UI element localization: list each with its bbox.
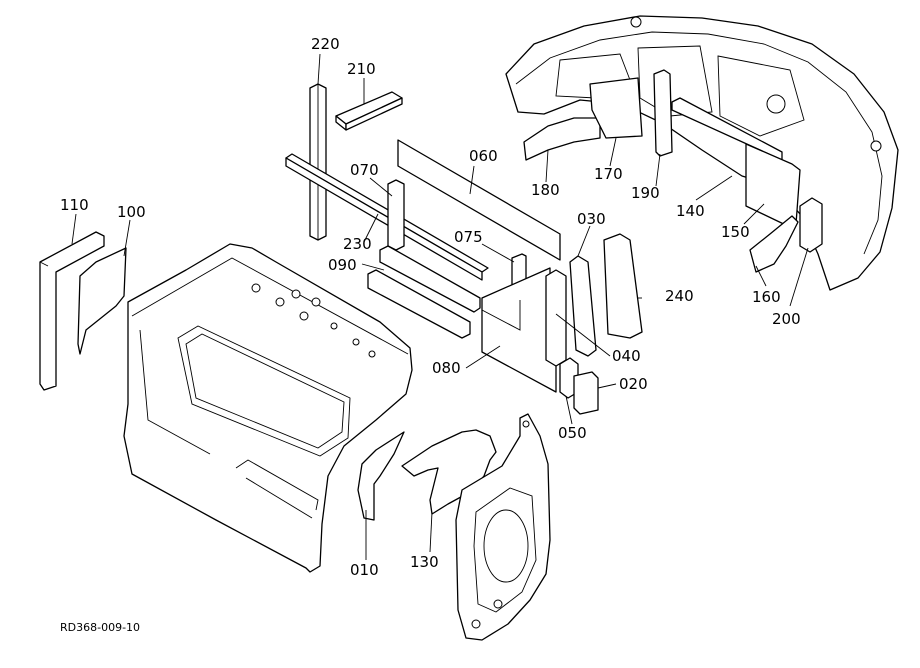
- reference-code: RD368-009-10: [60, 621, 141, 634]
- part-030-side-piece: [569, 255, 597, 357]
- label-060: 060: [469, 147, 498, 165]
- label-240: 240: [665, 287, 694, 305]
- label-200: 200: [772, 310, 801, 328]
- label-230: 230: [343, 235, 372, 253]
- label-130: 130: [410, 553, 439, 571]
- part-070-strip: [387, 179, 405, 251]
- part-080-back-panel: [481, 267, 557, 393]
- label-100: 100: [117, 203, 146, 221]
- label-010: 010: [350, 561, 379, 579]
- part-090-panel: [367, 245, 481, 339]
- label-220: 220: [311, 35, 340, 53]
- part-110-slab: [39, 231, 105, 391]
- label-070: 070: [350, 161, 379, 179]
- part-rear-body: [505, 15, 899, 291]
- part-100-pad: [77, 247, 127, 355]
- label-030: 030: [577, 210, 606, 228]
- label-180: 180: [531, 181, 560, 199]
- label-090: 090: [328, 256, 357, 274]
- label-080: 080: [432, 359, 461, 377]
- part-140-strip: [671, 97, 783, 161]
- label-170: 170: [594, 165, 623, 183]
- label-190: 190: [631, 184, 660, 202]
- part-160-pad: [749, 215, 799, 273]
- label-210: 210: [347, 60, 376, 78]
- label-110: 110: [60, 196, 89, 214]
- part-240-pad: [603, 233, 643, 339]
- part-cab-frame: [123, 243, 413, 573]
- part-230-long-bar: [285, 153, 489, 281]
- leader-lines: [71, 53, 809, 560]
- part-040-side-piece: [545, 269, 567, 367]
- part-220-vertical-bar: [309, 83, 327, 241]
- part-front-cowl: [455, 413, 551, 641]
- label-160: 160: [752, 288, 781, 306]
- part-190-strip: [653, 69, 673, 157]
- label-050: 050: [558, 424, 587, 442]
- label-040: 040: [612, 347, 641, 365]
- part-200-piece: [799, 197, 823, 253]
- label-020: 020: [619, 375, 648, 393]
- part-010-piece: [357, 431, 405, 521]
- part-020-side-piece: [573, 371, 599, 415]
- part-210-block: [335, 91, 403, 131]
- label-140: 140: [676, 202, 705, 220]
- part-180-pad: [523, 117, 601, 161]
- part-060-panel: [397, 139, 561, 261]
- label-075: 075: [454, 228, 483, 246]
- part-170-panel: [589, 77, 643, 139]
- label-150: 150: [721, 223, 750, 241]
